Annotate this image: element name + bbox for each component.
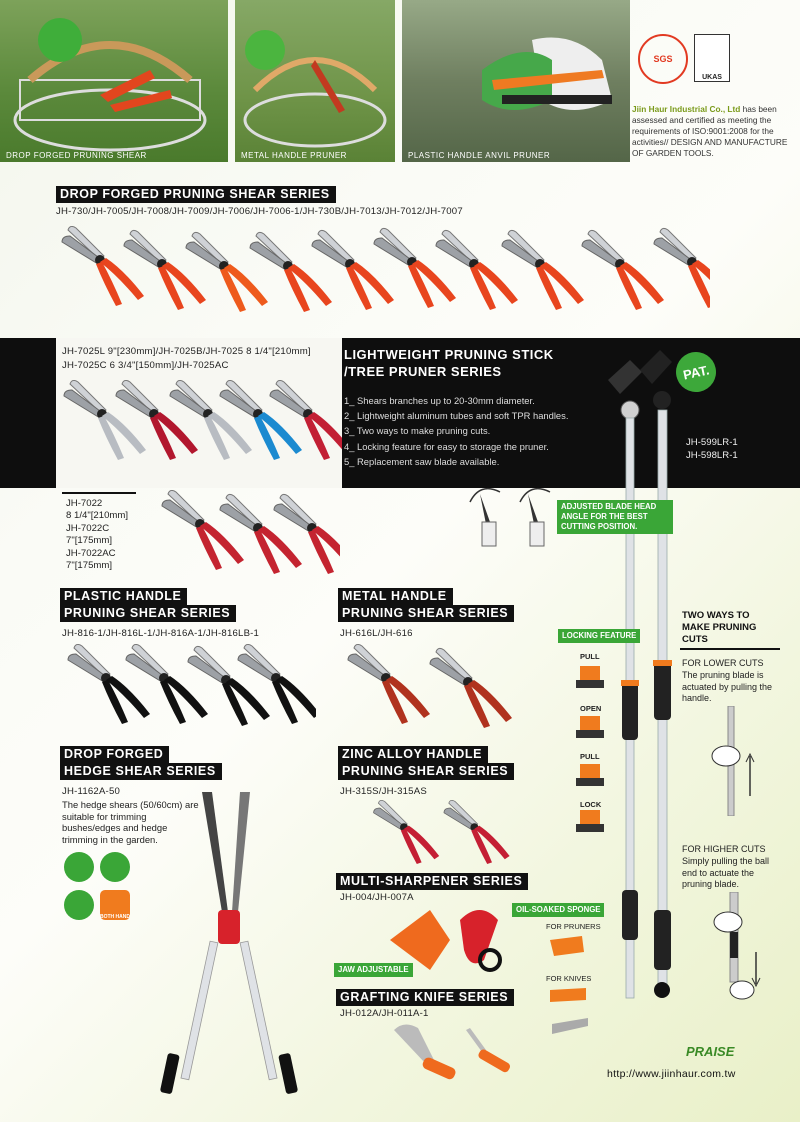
certification-text: Jiin Haur Industrial Co., Ltd has been a…: [632, 104, 796, 159]
adjusted-blade-note: ADJUSTED BLADE HEAD ANGLE FOR THE BEST C…: [557, 500, 673, 534]
stick-title-line1: LIGHTWEIGHT PRUNING STICK: [344, 347, 554, 362]
stick-model-1: JH-599LR-1: [686, 437, 738, 448]
hedge-description: The hedge shears (50/60cm) are suitable …: [62, 799, 199, 845]
stick-title: LIGHTWEIGHT PRUNING STICK /TREE PRUNER S…: [344, 346, 554, 380]
hedge-shear-illustration: [160, 792, 298, 1094]
grafting-title: GRAFTING KNIFE SERIES: [336, 989, 515, 1006]
jh7025-pruner-row: [63, 380, 342, 461]
higher-cut-hand-illustration: [713, 892, 761, 1000]
lock-state-pull: PULL: [580, 652, 600, 661]
stick-features: 1_ Shears branches up to 20-30mm diamete…: [344, 393, 568, 469]
jh7022-model: JH-7022: [66, 498, 103, 509]
lower-cuts-heading: FOR LOWER CUTS: [682, 658, 764, 668]
jh7025-line2: JH-7025C 6 3/4"[150mm]/JH-7025AC: [62, 360, 229, 371]
jh7022-pruner-row: [161, 490, 340, 575]
zinc-title-1: ZINC ALLOY HANDLE: [338, 746, 489, 763]
praise-logo: PRAISE: [686, 1044, 735, 1059]
jh7022-specs: JH-7022 8 1/4"[210mm] JH-7022C 7"[175mm]…: [66, 498, 128, 572]
zinc-pruner-row: [373, 800, 511, 865]
ukas-logo: UKAS: [694, 34, 730, 82]
sharpening-demo-illustration: [550, 936, 588, 1034]
cert-paragraph: Jiin Haur Industrial Co., Ltd has been a…: [632, 104, 796, 159]
lock-state-lock: LOCK: [580, 800, 602, 809]
grafting-knife-illustration: [394, 1024, 510, 1080]
sharpener-illustration: [390, 910, 502, 972]
oil-sponge-label: OIL-SOAKED SPONGE: [512, 903, 605, 917]
cert-line: has been assessed and certified as meeti…: [632, 104, 788, 158]
zinc-models: JH-315S/JH-315AS: [340, 786, 427, 797]
feature-item: 2_ Lightweight aluminum tubes and soft T…: [344, 410, 569, 422]
drop-forged-title: DROP FORGED PRUNING SHEAR SERIES: [56, 186, 336, 203]
jh7022c-model: JH-7022C: [66, 522, 110, 534]
feature-item: 3_ Two ways to make pruning cuts.: [344, 425, 491, 437]
feature-item: 1_ Shears branches up to 20-30mm diamete…: [344, 395, 535, 406]
metal-title-2: PRUNING SHEAR SERIES: [338, 605, 515, 622]
higher-cuts-heading: FOR HIGHER CUTS: [682, 844, 766, 854]
photo-plastic-anvil: PLASTIC HANDLE ANVIL PRUNER: [402, 0, 630, 162]
higher-cuts-text: Simply pulling the ball end to actuate t…: [682, 856, 770, 889]
photo-caption: PLASTIC HANDLE ANVIL PRUNER: [408, 151, 551, 160]
gloved-hand-illustration: [482, 37, 612, 110]
ukas-label: UKAS: [702, 74, 722, 81]
photo-metal-handle: METAL HANDLE PRUNER: [235, 0, 395, 162]
lower-cut-hand-illustration: [711, 706, 755, 816]
two-ways-title: TWO WAYS TO MAKE PRUNING CUTS: [682, 610, 757, 645]
metal-title-1: METAL HANDLE: [338, 588, 453, 605]
drop-forged-pruner-row: [61, 226, 710, 313]
for-knives-label: FOR KNIVES: [546, 974, 592, 983]
plastic-models: JH-816-1/JH-816L-1/JH-816A-1/JH-816LB-1: [62, 628, 260, 639]
lower-cuts-text: The pruning blade is actuated by pulling…: [682, 670, 773, 703]
basket-illustration: [13, 18, 207, 152]
two-ways-rule: [680, 648, 780, 650]
feature-item: 5_ Replacement saw blade available.: [344, 455, 500, 467]
pruning-stick-illustration: [608, 350, 672, 999]
hedge-models: JH-1162A-50: [62, 786, 121, 797]
jh7022ac-model: JH-7022AC: [66, 547, 116, 559]
sharpener-models: JH-004/JH-007A: [340, 892, 414, 903]
zinc-title-2: PRUNING SHEAR SERIES: [338, 763, 515, 780]
both-hand-label: BOTH HAND: [100, 914, 130, 920]
stick-title-line2: /TREE PRUNER SERIES: [344, 364, 502, 379]
locking-feature-label: LOCKING FEATURE: [558, 629, 641, 643]
plastic-pruner-row: [67, 644, 316, 727]
blade-angle-illustration: [469, 487, 551, 547]
jaw-adjustable-label: JAW ADJUSTABLE: [334, 963, 413, 977]
basket-illustration: [243, 30, 387, 148]
lock-state-pull-2: PULL: [580, 752, 600, 761]
lock-steps-illustration: [576, 666, 604, 832]
hedge-icon-leaf: [100, 852, 130, 882]
jh7022-divider: [62, 492, 136, 494]
for-pruners-label: FOR PRUNERS: [546, 922, 601, 931]
jh7022-size: 8 1/4"[210mm]: [66, 510, 129, 522]
hedge-icons: BOTH HAND: [64, 852, 134, 924]
website-url[interactable]: http://www.jiinhaur.com.tw: [607, 1068, 736, 1080]
photo-caption: METAL HANDLE PRUNER: [241, 151, 347, 160]
sgs-label: SGS: [653, 54, 673, 64]
sharpener-title: MULTI-SHARPENER SERIES: [336, 873, 529, 890]
hedge-icon-sprout: [64, 890, 94, 920]
jh7022ac-size: 7"[175mm]: [66, 560, 113, 572]
plastic-title-1: PLASTIC HANDLE: [60, 588, 188, 605]
jh7022c-size: 7"[175mm]: [66, 535, 113, 547]
company-name: Jiin Haur Industrial Co., Ltd: [632, 104, 741, 114]
hedge-title-2: HEDGE SHEAR SERIES: [60, 763, 222, 780]
stick-model-2: JH-598LR-1: [686, 450, 738, 461]
jh7025-line1: JH-7025L 9"[230mm]/JH-7025B/JH-7025 8 1/…: [62, 346, 311, 357]
photo-caption: DROP FORGED PRUNING SHEAR: [6, 151, 147, 160]
photo-drop-forged: DROP FORGED PRUNING SHEAR: [0, 0, 228, 162]
hedge-title-1: DROP FORGED: [60, 746, 170, 763]
plastic-title-2: PRUNING SHEAR SERIES: [60, 605, 237, 622]
both-hand-badge: BOTH HAND: [100, 890, 130, 920]
drop-forged-models: JH-730/JH-7005/JH-7008/JH-7009/JH-7006/J…: [56, 206, 463, 217]
sgs-logo: SGS: [638, 34, 688, 84]
metal-models: JH-616L/JH-616: [340, 628, 413, 639]
feature-item: 4_ Locking feature for easy to storage t…: [344, 440, 549, 452]
grafting-models: JH-012A/JH-011A-1: [340, 1008, 429, 1019]
metal-pruner-row: [347, 644, 513, 729]
lock-state-open: OPEN: [580, 704, 602, 713]
hedge-icon-cut: [64, 852, 94, 882]
